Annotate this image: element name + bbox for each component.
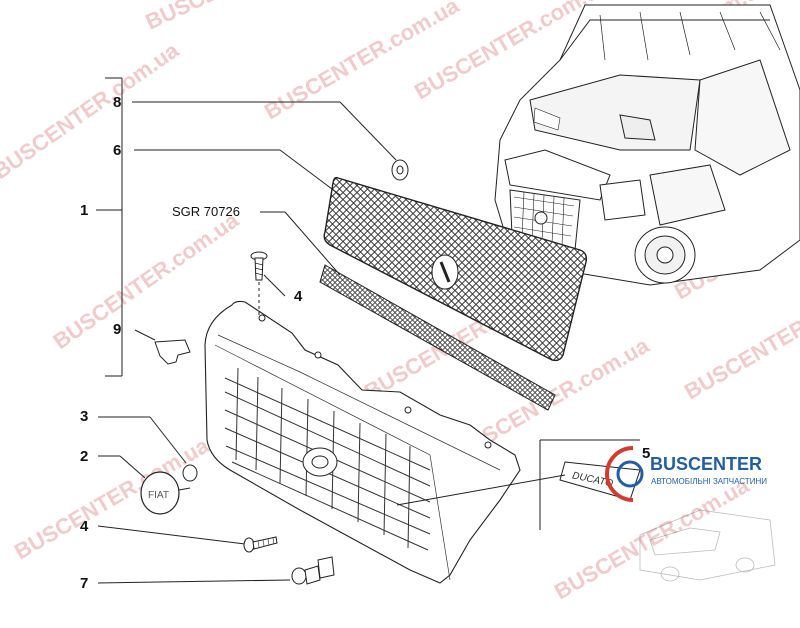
leader-6 bbox=[279, 149, 341, 196]
watermark-text: BUSCENTER.com.ua bbox=[260, 0, 464, 124]
logo-tagline: АВТОМОБІЛЬНІ ЗАПЧАСТИНИ bbox=[651, 477, 767, 486]
emblem-icon: FIAT bbox=[98, 455, 191, 515]
callout-2: 2 bbox=[80, 448, 88, 465]
emblem-text: FIAT bbox=[148, 490, 169, 501]
callout-6: 6 bbox=[113, 142, 121, 159]
watermark-text: BUSCENTER.com.ua bbox=[10, 432, 214, 564]
ring-3 bbox=[98, 416, 198, 482]
logo-van-sketch-icon bbox=[639, 509, 776, 582]
bracket-1 bbox=[96, 77, 123, 377]
logo-arc-icon bbox=[605, 446, 634, 502]
front-grille bbox=[204, 300, 521, 584]
logo-name: BUSCENTER bbox=[650, 454, 762, 474]
callout-1: 1 bbox=[80, 202, 88, 219]
callout-8: 8 bbox=[113, 94, 121, 111]
watermark-text: BUSCENTER.com.ua bbox=[142, 0, 353, 35]
grille-mesh-panel bbox=[323, 176, 588, 362]
buscenter-logo: BUSCENTER АВТОМОБІЛЬНІ ЗАПЧАСТИНИ bbox=[605, 446, 776, 582]
leader-sgr bbox=[284, 211, 341, 276]
trim-badge: DUCATO bbox=[396, 439, 641, 530]
mesh-strip bbox=[319, 264, 556, 411]
push-clip-icon bbox=[97, 556, 335, 585]
callout-5: 5 bbox=[642, 445, 650, 462]
callout-9: 9 bbox=[113, 321, 121, 338]
watermark-text: BUSCENTER.com.ua bbox=[0, 37, 184, 184]
watermark-text: BUSCENTER.com.ua bbox=[550, 472, 754, 604]
clip-8 bbox=[132, 101, 409, 181]
callout-4-lower: 4 bbox=[80, 518, 89, 535]
clip-icon bbox=[134, 329, 191, 365]
ref-label: SGR 70726 bbox=[172, 204, 240, 219]
lower-screw-icon bbox=[97, 525, 278, 553]
callout-3: 3 bbox=[80, 408, 88, 425]
callout-7: 7 bbox=[80, 575, 88, 592]
callout-4-upper: 4 bbox=[294, 288, 303, 305]
screw-icon bbox=[250, 251, 286, 318]
logo-ring-icon bbox=[616, 460, 644, 488]
